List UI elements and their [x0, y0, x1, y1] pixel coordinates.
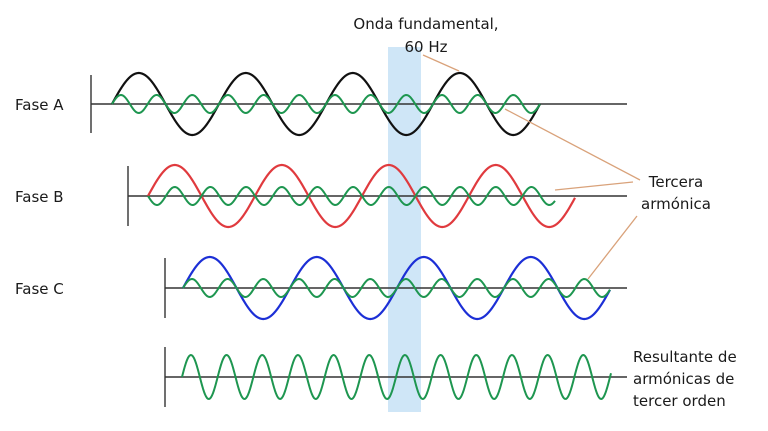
phase-c-third-harmonic-wave [182, 278, 611, 298]
callout-lines [422, 54, 641, 280]
third-harmonic-label-line1: Tercera [648, 173, 704, 191]
phase-a-label: Fase A [15, 96, 64, 114]
highlight-band [388, 47, 421, 412]
third-harmonic-label-line2: armónica [641, 195, 711, 213]
phase-c-label: Fase C [15, 280, 64, 298]
resultant-label-line3: tercer orden [633, 392, 726, 410]
fundamental-label-line2: 60 Hz [404, 38, 447, 56]
fundamental-label-line1: Onda fundamental, [353, 15, 498, 33]
phase-b-third-harmonic-wave [147, 186, 556, 206]
resultant-label-line1: Resultante de [633, 348, 737, 366]
third-harmonic-callout-c [587, 215, 638, 280]
phase-a-third-harmonic-wave [111, 94, 541, 114]
third-harmonic-callout-a [504, 108, 641, 181]
fundamental-callout-line [422, 54, 460, 72]
resultant-label-line2: armónicas de [633, 370, 734, 388]
resultant-third-harmonic-wave [181, 354, 612, 400]
third-harmonic-callout-b [554, 181, 634, 191]
phase-b-label: Fase B [15, 188, 64, 206]
axes [90, 75, 627, 407]
